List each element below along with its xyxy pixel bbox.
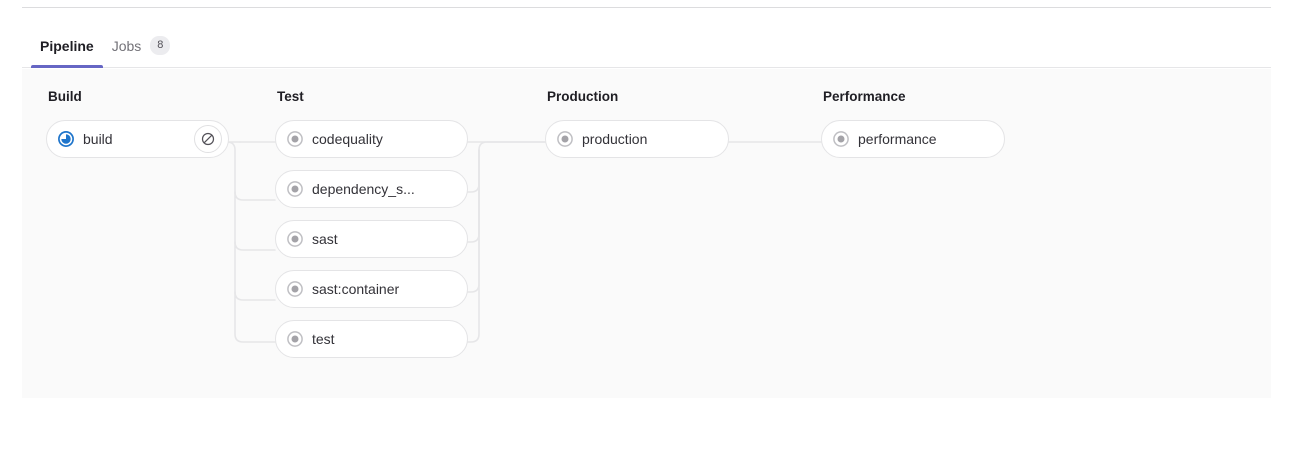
status-created-icon — [287, 230, 303, 247]
tab-jobs[interactable]: Jobs 8 — [103, 24, 180, 67]
pipeline-graph-panel: Build build — [22, 69, 1271, 398]
job-node-dependency-scanning-label: dependency_s... — [312, 180, 415, 197]
tab-pipeline-label: Pipeline — [40, 37, 94, 54]
job-node-sast[interactable]: sast — [275, 219, 468, 258]
status-created-icon — [833, 130, 849, 147]
stage-production: Production production — [545, 69, 729, 158]
status-created-icon — [287, 280, 303, 297]
job-node-build[interactable]: build — [46, 119, 229, 158]
pipeline-graph: Build build — [22, 69, 1271, 398]
status-created-icon — [287, 180, 303, 197]
status-created-icon — [287, 130, 303, 147]
job-node-production-label: production — [582, 130, 648, 147]
top-divider — [22, 7, 1271, 8]
stage-test-jobs: codequality dependency_s... — [275, 119, 468, 358]
status-created-icon — [557, 130, 573, 147]
job-node-performance-label: performance — [858, 130, 937, 147]
stage-performance-jobs: performance — [821, 119, 1005, 158]
job-node-dependency-scanning[interactable]: dependency_s... — [275, 169, 468, 208]
job-node-test[interactable]: test — [275, 319, 468, 358]
tab-jobs-count-badge: 8 — [150, 36, 171, 55]
stage-production-title: Production — [547, 89, 619, 104]
job-node-sast-container[interactable]: sast:container — [275, 269, 468, 308]
pipeline-tab-bar: Pipeline Jobs 8 — [22, 24, 1271, 68]
stage-build-title: Build — [48, 89, 82, 104]
tab-jobs-label: Jobs — [111, 37, 142, 54]
stage-test: Test codequality — [275, 69, 468, 358]
job-node-codequality[interactable]: codequality — [275, 119, 468, 158]
job-node-production[interactable]: production — [545, 119, 729, 158]
job-node-test-label: test — [312, 330, 335, 347]
job-node-performance[interactable]: performance — [821, 119, 1005, 158]
status-created-icon — [287, 330, 303, 347]
stage-build-jobs: build — [46, 119, 229, 158]
stage-build: Build build — [46, 69, 229, 158]
job-node-sast-container-label: sast:container — [312, 280, 400, 297]
job-node-build-label: build — [83, 130, 113, 147]
stage-production-jobs: production — [545, 119, 729, 158]
stage-performance: Performance performance — [821, 69, 1005, 158]
status-running-icon — [58, 130, 74, 147]
stage-test-title: Test — [277, 89, 304, 104]
job-node-sast-label: sast — [312, 230, 338, 247]
job-node-codequality-label: codequality — [312, 130, 383, 147]
cancel-icon — [201, 132, 215, 146]
tab-pipeline[interactable]: Pipeline — [31, 24, 103, 68]
cancel-job-button[interactable] — [194, 124, 222, 153]
stage-performance-title: Performance — [823, 89, 906, 104]
